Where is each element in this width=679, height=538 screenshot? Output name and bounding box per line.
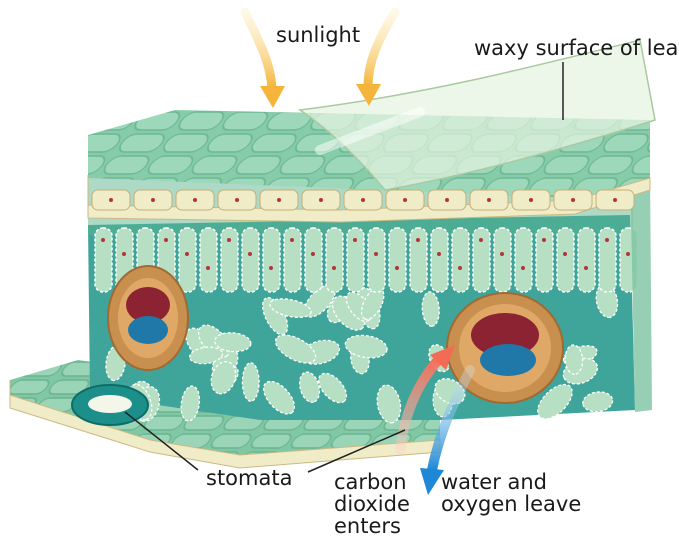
sunlight-right-arrow-icon	[368, 12, 395, 86]
palisade-cell	[557, 228, 574, 292]
palisade-cell	[221, 228, 238, 292]
palisade-cell	[578, 228, 595, 292]
palisade-cell	[452, 228, 469, 292]
water-oxygen-label-line2: oxygen leave	[441, 492, 581, 516]
spongy-cell	[242, 363, 259, 402]
sunlight-label: sunlight	[276, 23, 360, 47]
palisade-cell	[473, 228, 490, 292]
palisade-cell	[284, 228, 301, 292]
palisade-cell	[410, 228, 427, 292]
palisade-cell	[242, 228, 259, 292]
palisade-cell	[200, 228, 217, 292]
palisade-cell	[95, 228, 112, 292]
palisade-cell	[536, 228, 553, 292]
water-oxygen-label-line1: water and	[441, 470, 547, 494]
co2-label-line1: carbon	[334, 470, 407, 494]
stomata-label: stomata	[206, 466, 292, 490]
palisade-cell	[305, 228, 322, 292]
palisade-cell	[389, 228, 406, 292]
palisade-cell	[368, 228, 385, 292]
palisade-cell	[599, 228, 616, 292]
palisade-cell	[326, 228, 343, 292]
palisade-cell	[263, 228, 280, 292]
co2-label-line3: enters	[334, 514, 401, 538]
palisade-cell	[431, 228, 448, 292]
palisade-cell	[515, 228, 532, 292]
waxy-surface-label: waxy surface of leaf	[474, 36, 679, 60]
stomata-opening	[72, 385, 148, 425]
palisade-cell	[179, 228, 196, 292]
sunlight-left-arrowhead-icon	[260, 86, 285, 108]
co2-label-line2: dioxide	[334, 492, 410, 516]
palisade-cell	[347, 228, 364, 292]
vein-left	[108, 266, 188, 370]
sunlight-left-arrow-icon	[245, 12, 272, 88]
palisade-cell	[494, 228, 511, 292]
